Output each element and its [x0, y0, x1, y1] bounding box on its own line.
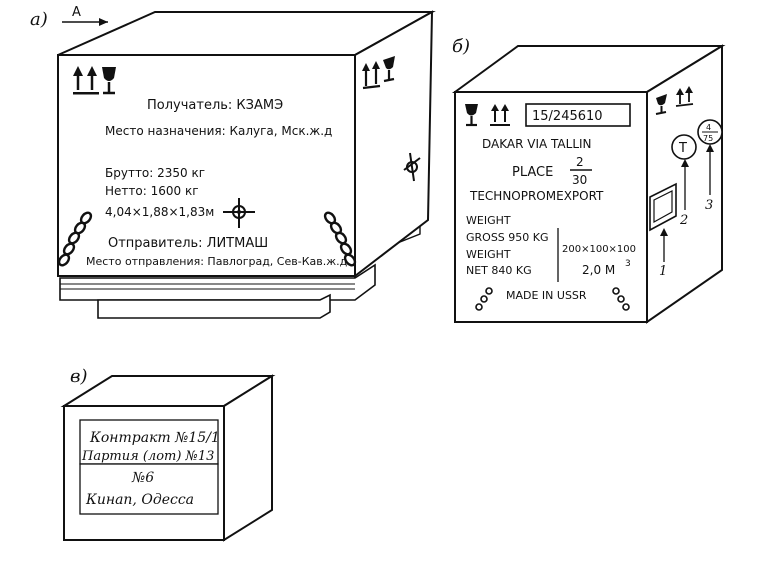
- sling-chain-icon-right: [323, 211, 357, 267]
- callout-3: 3: [705, 198, 713, 213]
- callout-2: 2: [679, 213, 688, 228]
- fragile-glass-icon: [102, 67, 116, 95]
- side-arrows-up-icon-b: [675, 86, 694, 107]
- net-weight: NET 840 KG: [466, 264, 532, 277]
- view-arrow-label: А: [72, 5, 81, 20]
- side-fragile-glass-icon-b: [655, 94, 667, 115]
- circle-numerator: 4: [706, 123, 711, 132]
- box-dimensions: 200×100×100: [562, 244, 636, 255]
- crate-a-front: [57, 54, 356, 277]
- crate-v: в) Контракт №15/1 Партия (лот) №13 №6 Ки…: [60, 366, 276, 542]
- order-number: 15/245610: [532, 109, 603, 124]
- side-center-of-gravity-icon: [403, 152, 421, 182]
- company-name: TECHNOPROMEXPORT: [469, 189, 604, 203]
- side-arrows-up-icon: [362, 61, 381, 90]
- sling-chain-icon-b-right: [612, 287, 630, 311]
- destination-label: [79, 463, 219, 515]
- place-denominator: 30: [572, 173, 587, 187]
- crate-b-front: [454, 91, 648, 323]
- destination-line: DAKAR VIA TALLIN: [482, 137, 592, 151]
- center-of-gravity-icon: [223, 198, 255, 228]
- arrows-up-icon-b: [490, 104, 510, 126]
- weight-label-2: WEIGHT: [466, 248, 511, 261]
- crate-a-base: [59, 263, 376, 301]
- volume-text: 2,0 M: [582, 263, 615, 277]
- destination-text-v: Кинап, Одесса: [85, 492, 194, 508]
- destination-text: Место назначения: Калуга, Мск.ж.д: [105, 124, 332, 138]
- made-in-text: MADE IN USSR: [506, 289, 587, 302]
- label-v: в): [70, 366, 88, 387]
- order-number-box: [525, 103, 631, 127]
- receiver-text: Получатель: КЗАМЭ: [147, 98, 283, 113]
- view-arrow-head: [99, 18, 108, 26]
- volume-superscript: 3: [625, 259, 631, 269]
- arrows-up-icon: [73, 66, 99, 95]
- net-text: Нетто: 1600 кг: [105, 184, 199, 198]
- mark-circle-t: [671, 134, 697, 160]
- contract-text: Контракт №15/1: [89, 430, 220, 446]
- callout-1: 1: [659, 264, 667, 279]
- fragile-glass-icon-b: [465, 104, 478, 127]
- weight-label-1: WEIGHT: [466, 214, 511, 227]
- sling-chain-icon-b-left: [475, 287, 493, 311]
- gross-weight: GROSS 950 KG: [466, 231, 549, 244]
- place-numerator: 2: [576, 155, 584, 169]
- gross-text: Брутто: 2350 кг: [105, 166, 205, 180]
- circle-t-text: Т: [678, 141, 687, 156]
- circle-denominator: 75: [703, 134, 713, 143]
- sender-text: Отправитель: ЛИТМАШ: [108, 236, 268, 251]
- crate-a: а) А: [30, 5, 436, 319]
- label-holder-icon: [649, 182, 677, 232]
- label-b: б): [452, 36, 470, 57]
- package-number: №6: [131, 470, 154, 486]
- crate-a-side: [354, 10, 434, 279]
- label-a: а): [30, 9, 48, 30]
- origin-text: Место отправления: Павлоград, Сев-Кав.ж.…: [86, 255, 348, 268]
- place-label: PLACE: [512, 165, 553, 180]
- dimensions-text: 4,04×1,88×1,83м: [105, 205, 214, 219]
- side-fragile-glass-icon: [383, 56, 395, 83]
- lot-text: Партия (лот) №13: [81, 449, 214, 464]
- sling-chain-icon-left: [57, 211, 93, 267]
- crate-v-side: [223, 374, 273, 542]
- crate-b: б) 15/245610 DAKAR VIA TALLIN PLACE 2 30…: [451, 36, 726, 324]
- crate-a-skid: [97, 293, 331, 319]
